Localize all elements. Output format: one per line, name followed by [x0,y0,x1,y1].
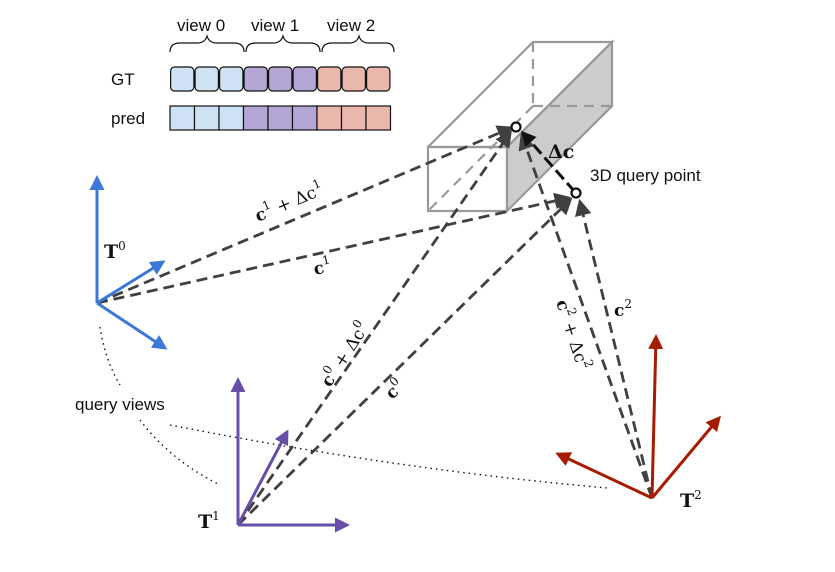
delta-c-arrow [521,130,577,193]
label-c0-delta: c0 + Δc0 [314,317,374,391]
view-label-0: view 0 [177,16,225,35]
label-t0: T0 [104,239,126,263]
t1-base: T [198,511,212,533]
brace-view-2 [321,33,395,53]
label-t2: T2 [680,488,702,512]
view-label-1: view 1 [251,16,299,35]
t0-base: T [104,241,118,263]
ray-c2 [575,198,654,499]
gt-token-cell [219,66,244,92]
view-braces [169,33,395,53]
t2-base: T [680,490,694,512]
view-label-2: view 2 [327,16,375,35]
dotted-curve-t0 [99,326,121,386]
pred-token-cell [267,105,294,131]
rays [96,125,654,527]
t0-sup: 0 [118,239,126,253]
query-point-marker [570,187,582,199]
camera-t1 [230,377,350,533]
t1-sup: 1 [212,509,220,523]
query-views-label: query views [75,395,165,414]
t1-axis-diag [236,429,289,526]
c2-base: c [614,301,624,321]
pred-token-cell [218,105,245,131]
label-c1: c1 [311,252,334,279]
t0-axis-down [96,301,168,350]
dotted-curve-t2 [169,424,609,489]
ray-c2-delta [518,132,654,499]
query-views-bracket [99,326,609,489]
c0d-op: + Δc [327,325,369,375]
camera-t0 [89,175,168,350]
label-c2-delta: c2 + Δc2 [551,296,596,372]
pred-token-cell [365,105,392,131]
brace-view-0 [169,33,245,53]
label-c2: c2 [614,297,632,321]
gt-token-cell [170,66,195,92]
gt-token-cell [317,66,342,92]
brace-view-1 [245,33,321,53]
ray-c1 [96,192,572,305]
t2-axis-left [555,452,653,500]
dotted-curve-t1 [139,419,221,486]
gt-token-cell [341,66,367,92]
ray-c1-delta [96,125,515,305]
pred-token-cell [340,105,367,131]
c2d-sup2: 2 [581,358,597,370]
label-c0: c0 [379,374,409,404]
c2d-sup: 2 [564,306,580,318]
row-label-pred: pred [111,109,145,128]
predicted-point-marker [510,121,522,133]
pred-token-cell [316,105,343,131]
c2-sup: 2 [624,297,632,311]
gt-token-cell [366,66,391,92]
c1-base: c [312,258,327,280]
ray-c0-delta [236,130,512,526]
gt-token-cell [243,66,269,92]
row-label-gt: GT [111,70,135,89]
t2-axis-up [648,334,664,499]
gt-token-cell [268,66,293,92]
pred-token-cell [193,105,220,131]
camera-t2 [555,334,721,500]
ray-c0 [237,197,573,527]
label-c1-delta: c1 + Δc1 [251,176,327,226]
t2-axis-diag [650,415,721,499]
pred-token-cell [291,105,318,131]
pred-token-row [169,105,392,131]
query-point-label: 3D query point [590,166,701,185]
gt-token-row [170,66,391,92]
delta-c-label: Δc [548,141,574,163]
token-legend: view 0 view 1 view 2 GT pred [111,16,395,131]
box-right-face [505,39,614,214]
label-t1: T1 [198,509,220,533]
t0-axis-diag [96,260,166,305]
gt-token-cell [292,66,318,92]
pred-token-cell [169,105,196,131]
box-front-face [426,145,509,213]
t2-sup: 2 [694,488,702,502]
c2d-op: + Δc [557,314,591,365]
gt-token-cell [194,66,220,92]
c1-sup: 1 [321,252,332,267]
pred-token-cell [242,105,269,131]
c1d-op: + Δc [269,183,320,220]
